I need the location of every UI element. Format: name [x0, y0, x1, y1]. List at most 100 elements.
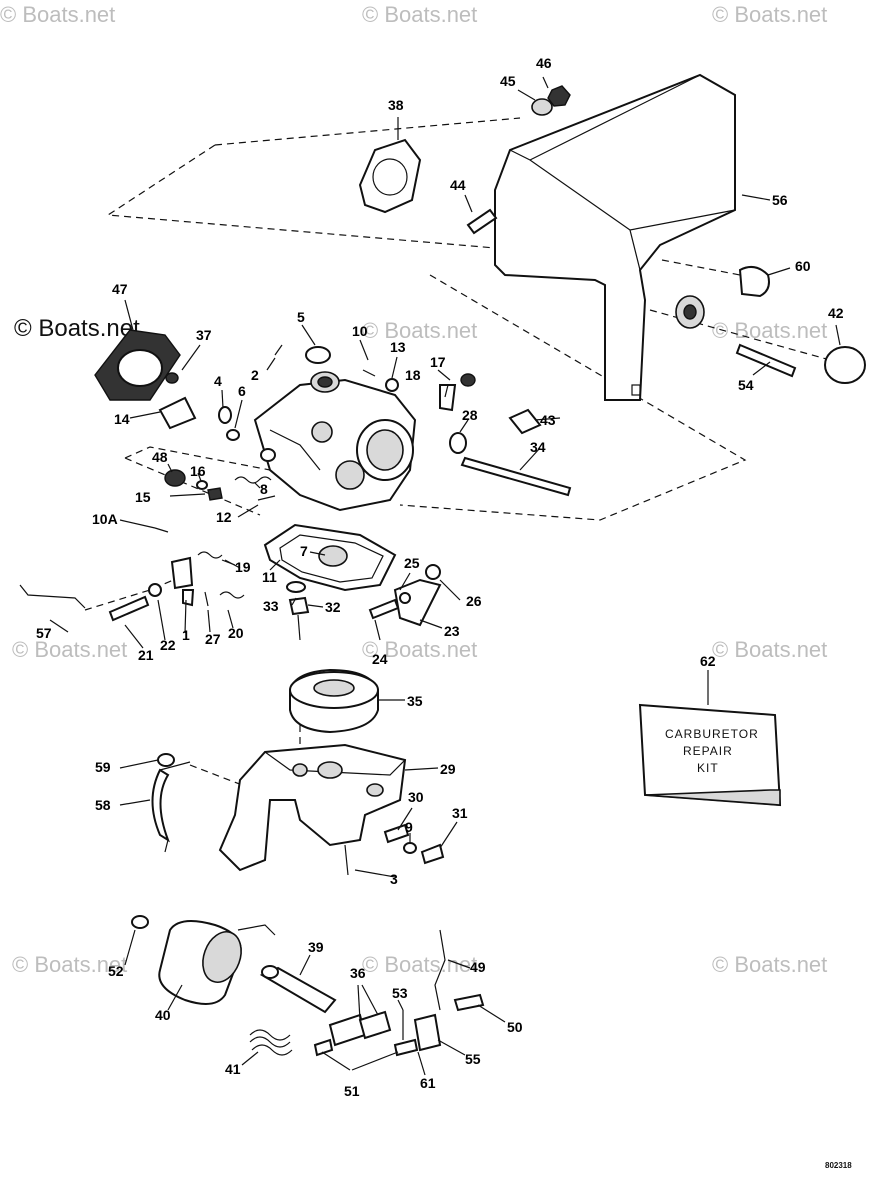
- callout-45: 45: [500, 73, 516, 89]
- kit-box-line2: REPAIR: [683, 744, 733, 758]
- callout-46: 46: [536, 55, 552, 71]
- watermark: © Boats.net: [712, 318, 827, 343]
- watermark-prominent: © Boats.net: [14, 315, 140, 342]
- callout-36: 36: [350, 965, 366, 981]
- guide-line: [106, 144, 496, 249]
- callout-10a: 10A: [92, 511, 118, 527]
- callout-16: 16: [190, 463, 206, 479]
- callout-37: 37: [196, 327, 212, 343]
- callout-39: 39: [308, 939, 324, 955]
- callout-15: 15: [135, 489, 151, 505]
- callout-12: 12: [216, 509, 232, 525]
- callout-11: 11: [262, 569, 277, 585]
- callout-29: 29: [440, 761, 456, 777]
- solenoid-plunger: [259, 965, 337, 1014]
- callout-62: 62: [700, 653, 716, 669]
- guide-line: [399, 274, 747, 521]
- callout-leader-lines: [49, 76, 841, 1076]
- callout-59: 59: [95, 759, 111, 775]
- callout-31: 31: [452, 805, 468, 821]
- intake-silencer-cover: [494, 73, 736, 401]
- callout-48: 48: [152, 449, 168, 465]
- callout-38: 38: [388, 97, 404, 113]
- callout-27: 27: [205, 631, 221, 647]
- callout-32: 32: [325, 599, 341, 615]
- kit-box-line1: CARBURETOR: [665, 727, 759, 741]
- watermark: © Boats.net: [0, 2, 115, 27]
- callout-18: 18: [405, 367, 421, 383]
- float-chamber-gasket: [263, 523, 397, 592]
- small-hardware: [19, 85, 866, 1057]
- watermark: © Boats.net: [12, 637, 127, 662]
- assembly-guide-lines: [84, 117, 831, 791]
- callout-60: 60: [795, 258, 811, 274]
- callout-55: 55: [465, 1051, 481, 1067]
- callout-33: 33: [263, 598, 279, 614]
- callout-1: 1: [182, 627, 190, 643]
- callout-20: 20: [228, 625, 244, 641]
- carburetor-repair-kit-box: CARBURETOR REPAIR KIT: [638, 703, 782, 807]
- callout-53: 53: [392, 985, 408, 1001]
- callout-50: 50: [507, 1019, 523, 1035]
- callout-19: 19: [235, 559, 251, 575]
- guide-line: [214, 117, 521, 146]
- lower-carburetor-housing: [218, 743, 407, 872]
- callout-61: 61: [420, 1075, 436, 1091]
- callout-22: 22: [160, 637, 176, 653]
- cover-gasket: [358, 138, 422, 214]
- watermark: © Boats.net: [362, 952, 477, 977]
- callout-13: 13: [390, 339, 406, 355]
- callout-2: 2: [251, 367, 259, 383]
- callout-57: 57: [36, 625, 52, 641]
- callout-49: 49: [470, 959, 486, 975]
- callout-52: 52: [108, 963, 124, 979]
- callout-8: 8: [260, 481, 268, 497]
- watermark: © Boats.net: [12, 952, 127, 977]
- callout-24: 24: [372, 651, 388, 667]
- callout-28: 28: [462, 407, 478, 423]
- callout-54: 54: [738, 377, 754, 393]
- callout-17: 17: [430, 354, 446, 370]
- plunger-spring: [249, 1029, 293, 1056]
- hose-clamp: [151, 761, 191, 853]
- float: [289, 668, 379, 734]
- callout-3: 3: [390, 871, 398, 887]
- watermark: © Boats.net: [712, 2, 827, 27]
- callout-7: 7: [300, 543, 308, 559]
- callout-9: 9: [405, 819, 413, 835]
- carburetor-body: [253, 371, 417, 512]
- callout-30: 30: [408, 789, 424, 805]
- drawing-code: 802318: [825, 1161, 852, 1170]
- watermark: © Boats.net: [362, 2, 477, 27]
- callout-4: 4: [214, 373, 222, 389]
- callout-41: 41: [225, 1061, 241, 1077]
- guide-line: [124, 446, 271, 471]
- callout-47: 47: [112, 281, 128, 297]
- watermark: © Boats.net: [712, 952, 827, 977]
- guide-line: [124, 457, 261, 516]
- callout-51: 51: [344, 1083, 360, 1099]
- callout-25: 25: [404, 555, 420, 571]
- watermark-layer: © Boats.net © Boats.net © Boats.net © Bo…: [0, 2, 827, 977]
- flange-gasket: [94, 329, 181, 401]
- callout-44: 44: [450, 177, 466, 193]
- callout-40: 40: [155, 1007, 171, 1023]
- callout-34: 34: [530, 439, 546, 455]
- choke-solenoid: [158, 920, 276, 1005]
- callout-6: 6: [238, 383, 246, 399]
- kit-box-line3: KIT: [697, 761, 719, 775]
- callout-labels: 46 45 44 38 56 60 42 54 47 37 5 10 13 17…: [36, 55, 844, 1099]
- callout-58: 58: [95, 797, 111, 813]
- callout-14: 14: [114, 411, 130, 427]
- callout-56: 56: [772, 192, 788, 208]
- watermark: © Boats.net: [362, 637, 477, 662]
- callout-26: 26: [466, 593, 482, 609]
- watermark: © Boats.net: [712, 637, 827, 662]
- callout-5: 5: [297, 309, 305, 325]
- callout-10: 10: [352, 323, 368, 339]
- callout-21: 21: [138, 647, 154, 663]
- watermark: © Boats.net: [362, 318, 477, 343]
- callout-43: 43: [540, 412, 556, 428]
- callout-42: 42: [828, 305, 844, 321]
